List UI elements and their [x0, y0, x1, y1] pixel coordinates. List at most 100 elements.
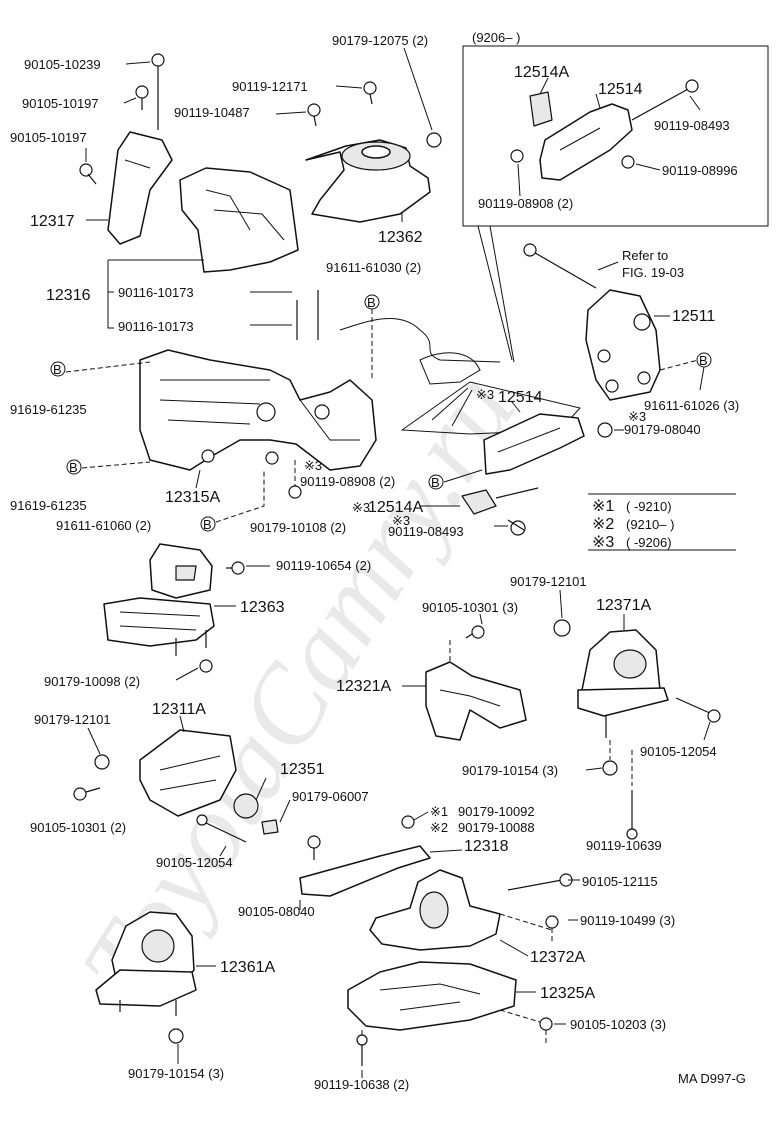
label-90179-10108: 90179-10108 (2) [250, 520, 346, 535]
refer-note-line1: Refer to [622, 248, 668, 263]
bolt-90119-10487 [307, 103, 321, 117]
circled-b-91611-61060: B [200, 516, 216, 532]
bolt-90119-08493-inset [631, 87, 691, 121]
label-90119-10639: 90119-10639 [586, 838, 662, 853]
part-12514A [461, 489, 497, 515]
refer-note-line2: FIG. 19-03 [622, 265, 684, 280]
nut-90179-10154-a [602, 760, 618, 776]
part-12514 [483, 413, 585, 475]
svg-text:B: B [431, 475, 440, 490]
inset-box: (9206– ) [462, 30, 769, 227]
label-90119-08908-inset: 90119-08908 (2) [478, 196, 573, 211]
group-12311A-12351 [73, 715, 291, 857]
label-90105-10203: 90105-10203 (3) [570, 1017, 666, 1032]
label-91611-61026: 91611-61026 (3) [644, 398, 739, 413]
part-12363 [103, 597, 215, 647]
label-90105-12054-a: 90105-12054 [640, 744, 717, 759]
bolt-90119-12171 [363, 81, 377, 95]
legend-range-3: ( -9206) [626, 535, 672, 550]
label-90179-12101-a: 90179-12101 [510, 574, 587, 589]
group-12321A [402, 613, 527, 741]
group-12371A [553, 589, 721, 840]
label-90119-10654: 90119-10654 (2) [276, 558, 371, 573]
bolt-90105-10301-b [73, 787, 87, 801]
label-12514A: 12514A [368, 499, 423, 516]
legend-mark-3: ※3 [592, 534, 614, 551]
circled-b-91619-61235-b: B [66, 459, 82, 475]
label-12514A-inset: 12514A [514, 64, 569, 81]
part-12514A-inset [529, 91, 553, 127]
label-90105-10197-a: 90105-10197 [22, 96, 99, 111]
mark-1-90179-10092: ※1 [430, 804, 448, 819]
bolt-90105-10197-b [79, 163, 93, 177]
legend-mark-2: ※2 [592, 516, 614, 533]
label-12511: 12511 [672, 308, 715, 325]
part-12317 [107, 131, 173, 245]
svg-text:B: B [203, 517, 212, 532]
label-90105-10197-b: 90105-10197 [10, 130, 87, 145]
bolt-90105-12054-b [203, 821, 247, 843]
bolt-refer-fig-19-03 [529, 249, 597, 289]
label-90179-10092: 90179-10092 [458, 804, 535, 819]
part-12351 [233, 793, 259, 819]
part-12511 [585, 289, 661, 401]
label-90179-10098: 90179-10098 (2) [44, 674, 140, 689]
inset-title: (9206– ) [472, 30, 520, 45]
label-90105-10239: 90105-10239 [24, 57, 101, 72]
label-90119-08996: 90119-08996 [662, 163, 738, 178]
legend-mark-1: ※1 [592, 498, 614, 515]
circled-b-91611-61026: B [696, 352, 712, 368]
legend-range-1: ( -9210) [626, 499, 672, 514]
label-12514: 12514 [498, 389, 543, 406]
label-90179-12075: 90179-12075 (2) [332, 33, 428, 48]
label-12325A: 12325A [540, 985, 595, 1002]
label-90105-10301-a: 90105-10301 (3) [422, 600, 518, 615]
group-12361A [95, 911, 216, 1064]
group-12362 [275, 47, 442, 223]
label-90119-08908: 90119-08908 (2) [300, 474, 395, 489]
label-90105-12054-b: 90105-12054 [156, 855, 233, 870]
bolt-90105-10301-a [471, 625, 485, 639]
label-90105-08040: 90105-08040 [238, 904, 315, 919]
label-90119-10487: 90119-10487 [174, 105, 250, 120]
label-12362: 12362 [378, 229, 423, 246]
label-90105-10301-b: 90105-10301 (2) [30, 820, 126, 835]
part-12311A [139, 729, 237, 817]
label-12311A: 12311A [152, 701, 206, 718]
bolt-90105-10197-a [135, 85, 149, 99]
bolt-90105-08040 [307, 835, 321, 849]
nut-90179-12101-b [94, 754, 110, 770]
label-91619-61235-b: 91619-61235 [10, 498, 87, 513]
mark-2-90179-10088: ※2 [430, 820, 448, 835]
label-90179-10088: 90179-10088 [458, 820, 535, 835]
group-12363 [103, 543, 270, 681]
nut-90179-10154-b [168, 1028, 184, 1044]
bolt-90105-12054-a [675, 697, 713, 715]
nut-90179-10098 [199, 659, 213, 673]
part-90179-06007 [261, 819, 279, 835]
nut-90179-12101-a [553, 619, 571, 637]
label-90116-10173-b: 90116-10173 [118, 319, 194, 334]
part-12318 [299, 845, 431, 897]
group-12316-12317 [79, 53, 319, 340]
label-12363: 12363 [240, 599, 285, 616]
group-12514-12511 [400, 243, 699, 536]
nut-90179-10092-10088 [401, 815, 415, 829]
label-12315A: 12315A [165, 489, 220, 506]
part-12316 [179, 167, 299, 273]
nut-90179-12075 [426, 132, 442, 148]
label-12371A: 12371A [596, 597, 651, 614]
label-90119-08493-inset: 90119-08493 [654, 118, 730, 133]
label-90179-08040: 90179-08040 [624, 422, 701, 437]
group-12318-12372A [299, 811, 580, 957]
legend-range-2: (9210– ) [626, 517, 674, 532]
label-12316: 12316 [46, 287, 91, 304]
label-12361A: 12361A [220, 959, 275, 976]
label-12317: 12317 [30, 213, 75, 230]
label-91611-61060: 91611-61060 (2) [56, 518, 151, 533]
label-12351: 12351 [280, 761, 325, 778]
part-12325A [347, 961, 517, 1031]
label-90179-10154-b: 90179-10154 (3) [128, 1066, 224, 1081]
circled-b-91619-61235-a: B [50, 361, 66, 377]
circled-b-91611-61030: B [364, 294, 380, 310]
